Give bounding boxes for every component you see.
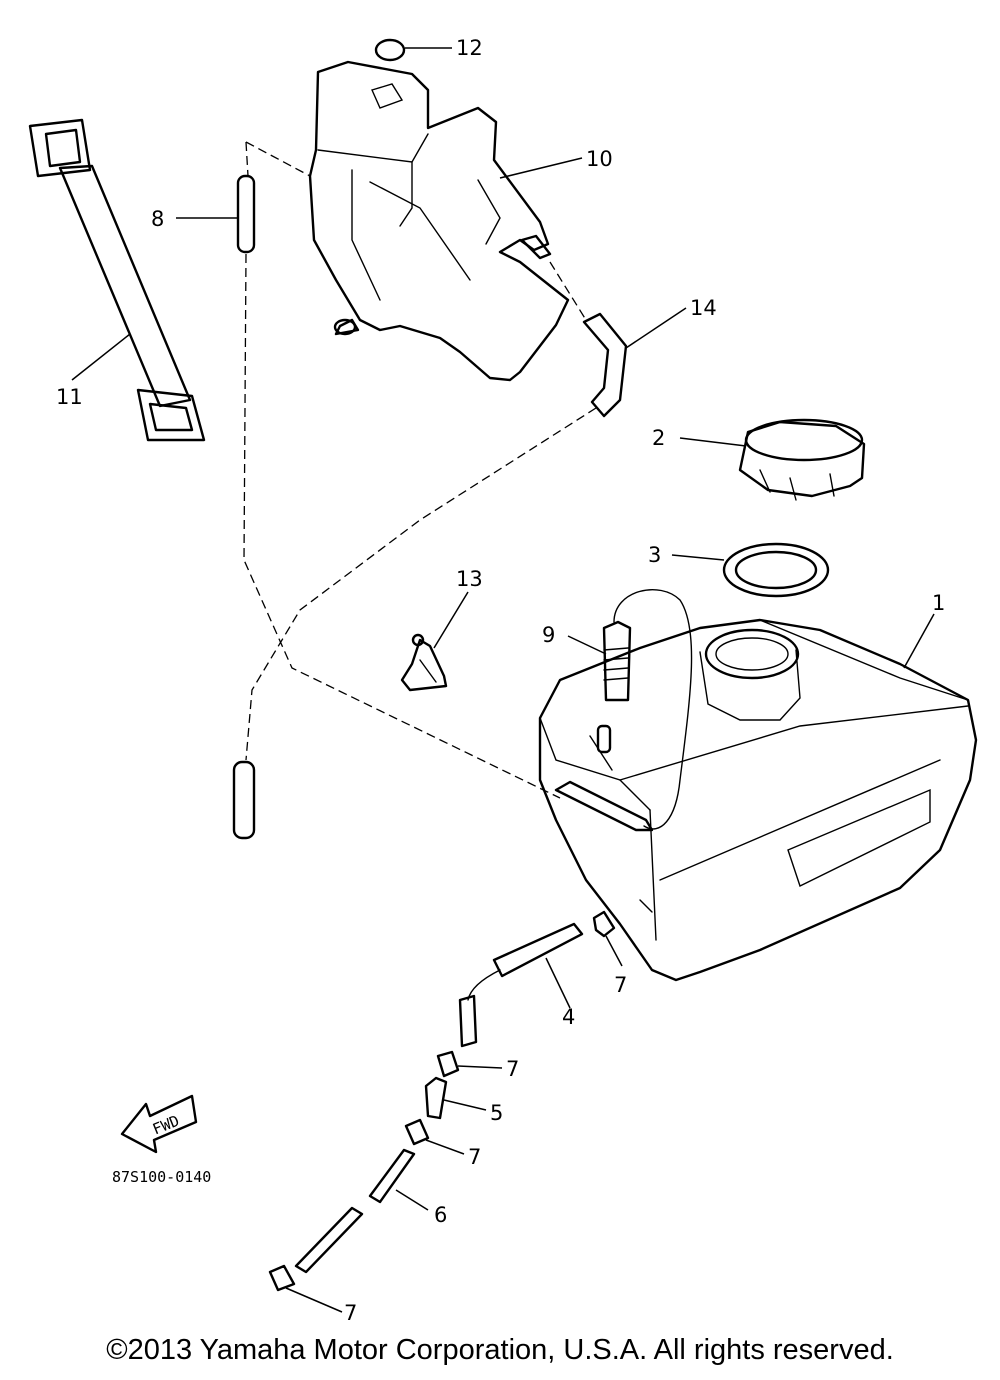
assembly-lines	[243, 141, 597, 799]
part-8-hose: 8	[151, 174, 256, 254]
part-label-11: 11	[56, 385, 83, 409]
part-12-cap: 12	[374, 36, 483, 62]
part-label-12: 12	[456, 36, 483, 60]
drawing-code: 87S100-0140	[112, 1168, 211, 1186]
part-1-fuel-tank: 1	[538, 591, 978, 982]
part-label-13: 13	[456, 567, 483, 591]
part-label-4: 4	[562, 1005, 575, 1029]
part-7-clamp-b: 7	[436, 1050, 519, 1081]
part-14-elbow-hose: 14	[582, 296, 717, 418]
part-label-9: 9	[542, 623, 555, 647]
part-label-14: 14	[690, 296, 717, 320]
part-7-clamp-c: 7	[404, 1118, 481, 1169]
part-2-filler-cap: 2	[652, 418, 866, 501]
part-11-strap: 11	[28, 118, 206, 442]
part-label-5: 5	[490, 1101, 503, 1125]
part-7-clamp-a: 7	[592, 910, 627, 997]
part-label-7a: 7	[614, 973, 627, 997]
part-label-7b: 7	[506, 1057, 519, 1081]
part-label-7d: 7	[344, 1301, 357, 1325]
part-label-1: 1	[932, 591, 945, 615]
part-label-7c: 7	[468, 1145, 481, 1169]
hose-end	[232, 760, 256, 840]
part-label-8: 8	[151, 207, 164, 231]
part-label-2: 2	[652, 426, 665, 450]
part-5-joint: 5	[424, 1076, 503, 1125]
part-10-oil-tank: 10	[308, 60, 613, 382]
copyright-notice: ©2013 Yamaha Motor Corporation, U.S.A. A…	[106, 1334, 894, 1366]
fwd-arrow-text: FWD	[150, 1112, 182, 1139]
fwd-arrow: FWD	[120, 1094, 198, 1154]
part-label-10: 10	[586, 147, 613, 171]
part-4-fuel-hose: 4	[458, 922, 584, 1048]
part-9-vent-pipe: 9	[542, 588, 693, 830]
part-7-clamp-d: 7	[268, 1264, 357, 1325]
part-6-hose: 6	[294, 1148, 447, 1274]
part-3-gasket: 3	[648, 542, 830, 598]
part-label-3: 3	[648, 543, 661, 567]
part-label-6: 6	[434, 1203, 447, 1227]
part-13-clip: 13	[400, 567, 483, 692]
